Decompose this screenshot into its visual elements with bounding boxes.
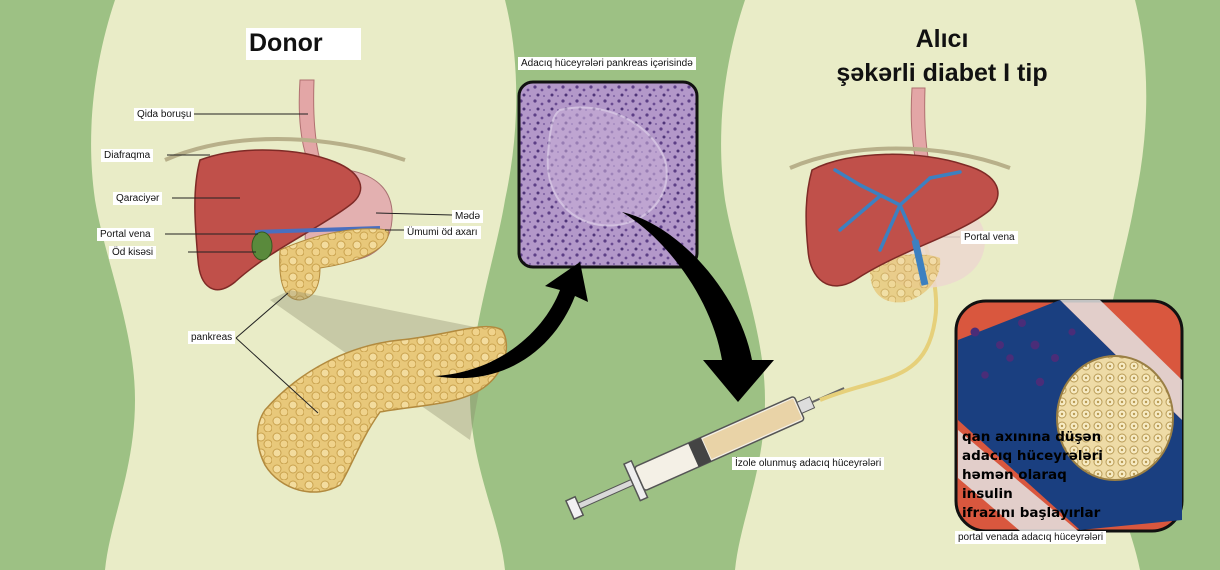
insulin-callout: qan axınına düşən adacıq hüceyrələri həm… bbox=[962, 428, 1122, 523]
donor-pancreas-enlarged bbox=[256, 325, 508, 493]
donor-liver bbox=[194, 149, 362, 291]
arrow-to-slide bbox=[435, 262, 588, 379]
recipient-portal-vein bbox=[911, 239, 929, 286]
label-isolated-islets: İzole olunmuş adacıq hüceyrələri bbox=[732, 457, 885, 470]
callout-line-4: ifrazını başlayırlar bbox=[962, 505, 1101, 521]
islet-region bbox=[546, 106, 668, 227]
callout-line-3: həmən olaraq insulin bbox=[962, 467, 1067, 502]
label-stomach: Mədə bbox=[452, 210, 484, 223]
label-esophagus: Qida boruşu bbox=[134, 108, 195, 121]
label-portal-vein-right: Portal vena bbox=[961, 231, 1018, 244]
label-bile-duct: Ümumi öd axarı bbox=[404, 226, 481, 239]
callout-line-2: adacıq hüceyrələri bbox=[962, 448, 1103, 464]
leader-lines bbox=[165, 113, 960, 414]
inset-portal-vein bbox=[954, 299, 1184, 533]
callout-line-1: qan axınına düşən bbox=[962, 429, 1102, 445]
label-pancreas: pankreas bbox=[188, 331, 236, 344]
recipient-liver bbox=[805, 153, 999, 287]
donor-portal-vein bbox=[254, 226, 381, 234]
label-islets-in-portal-vein: portal venada adacıq hüceyrələri bbox=[955, 531, 1107, 544]
label-diaphragm: Diafraqma bbox=[101, 149, 154, 162]
recipient-title-line2: şəkərli diabet I tip bbox=[836, 59, 1048, 87]
recipient-diaphragm bbox=[789, 146, 1011, 170]
arrow-to-syringe bbox=[622, 212, 774, 402]
label-islets-in-pancreas: Adacıq hüceyrələri pankreas içərisində bbox=[518, 57, 696, 70]
syringe bbox=[564, 387, 845, 521]
portal-vein-branches bbox=[833, 168, 962, 252]
recipient-title-line1: Alıcı bbox=[915, 25, 969, 53]
donor-pancreas bbox=[279, 228, 389, 301]
label-portal-vein-left: Portal vena bbox=[97, 228, 154, 241]
label-liver: Qaraciyər bbox=[113, 192, 163, 205]
donor-gallbladder bbox=[251, 231, 273, 261]
donor-title: Donor bbox=[246, 28, 361, 60]
donor-diaphragm bbox=[164, 137, 406, 162]
label-gallbladder: Öd kisəsi bbox=[109, 246, 157, 259]
